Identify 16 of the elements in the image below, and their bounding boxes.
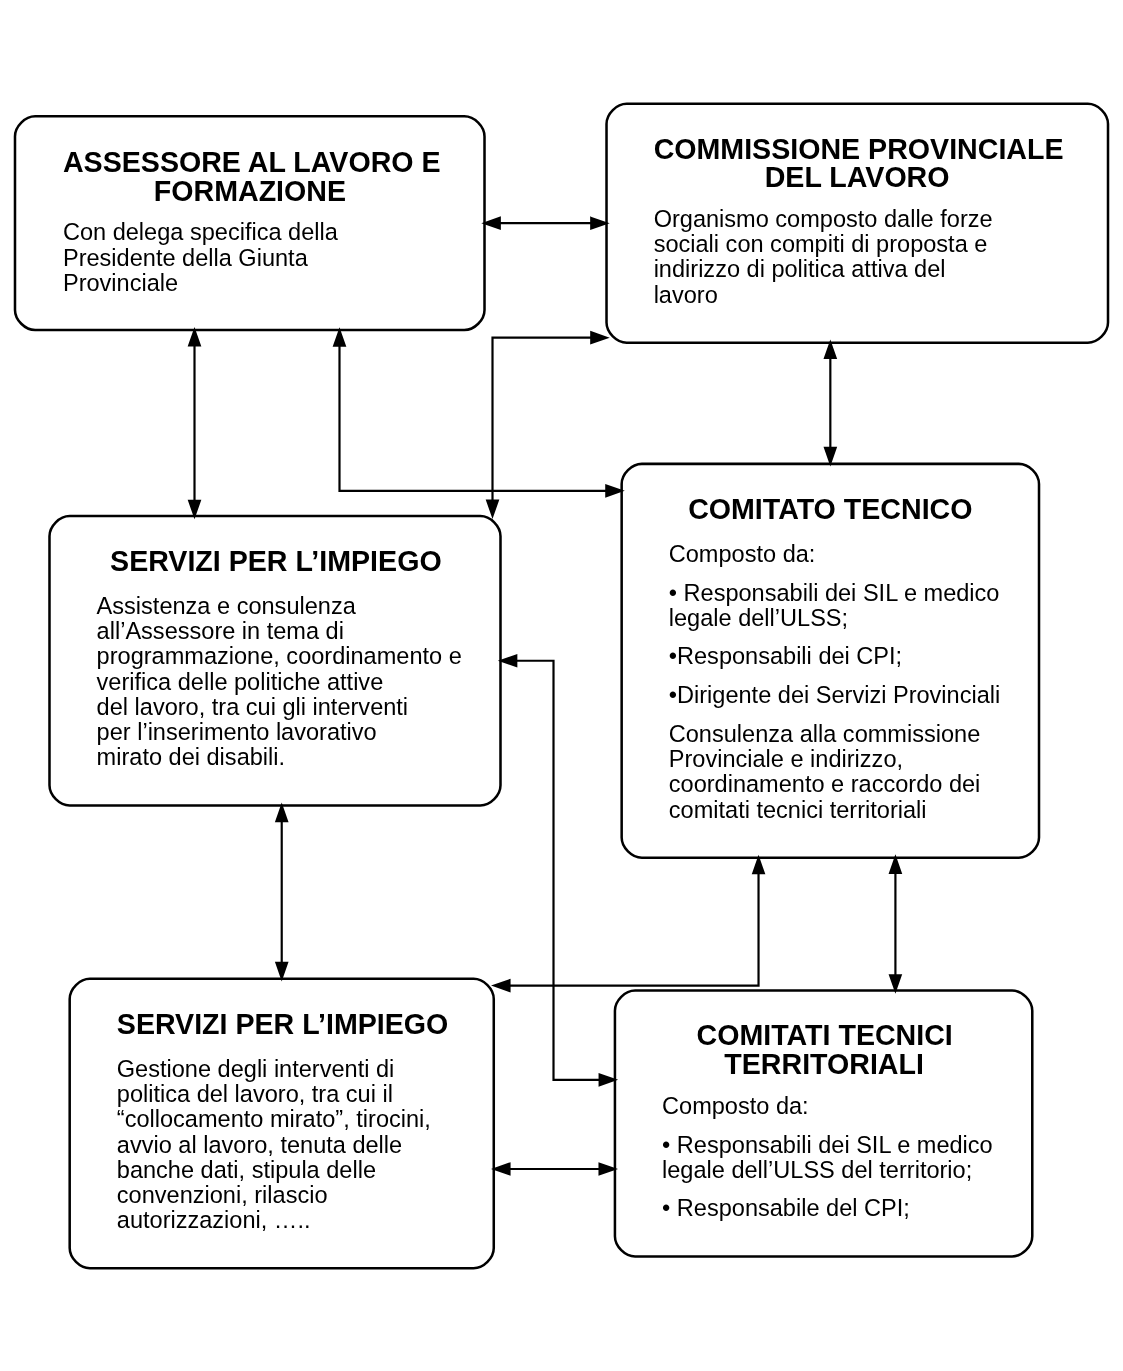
arrow bbox=[274, 802, 289, 981]
arrow bbox=[481, 215, 610, 230]
node-box: SERVIZI PER L’IMPIEGO Gestione degli interventi di politica del lavoro, tra cui il “collocamento mirato”, tirocini, avvio al lavoro, tenuta delle banche dati, stipula delle convenzioni, rilascio autorizzazioni, ….. bbox=[68, 977, 496, 1270]
node-box: SERVIZI PER L’IMPIEGO Assistenza e consulenza all’Assessore in tema di programmazione, coordinamento e verifica delle politiche attive del lavoro, tra cui gli interventi per l’inserimento lavorativo mirato dei disabili. bbox=[48, 514, 502, 807]
node-box: COMMISSIONE PROVINCIALE DEL LAVORO Organismo composto dalle forze sociali con compiti di proposta e indirizzo di politica attiva del lavoro bbox=[605, 101, 1110, 344]
node-box: COMITATO TECNICO Composto da: • Responsabili dei SIL e medico legale dell’ULSS; •Responsabili dei CPI; •Dirigente dei Servizi Provinciali Consulenza alla commissione Provinciale e indirizzo, coordinamento e raccordo dei comitati tecnici territoriali bbox=[620, 462, 1041, 859]
arrow bbox=[888, 853, 903, 994]
arrow bbox=[485, 330, 610, 519]
arrow bbox=[823, 338, 838, 466]
arrow bbox=[491, 1161, 619, 1176]
arrow bbox=[497, 653, 619, 1087]
arrow bbox=[332, 326, 625, 498]
arrow bbox=[491, 854, 766, 992]
arrow bbox=[187, 326, 202, 519]
node-box: COMITATI TECNICI TERRITORIALI Composto da: • Responsabili dei SIL e medico legale dell’ULSS del territorio; • Responsabile del CPI; bbox=[613, 988, 1034, 1258]
node-box: ASSESSORE AL LAVORO E FORMAZIONE Con delega specifica della Presidente della Giunta Provinciale bbox=[13, 114, 486, 331]
